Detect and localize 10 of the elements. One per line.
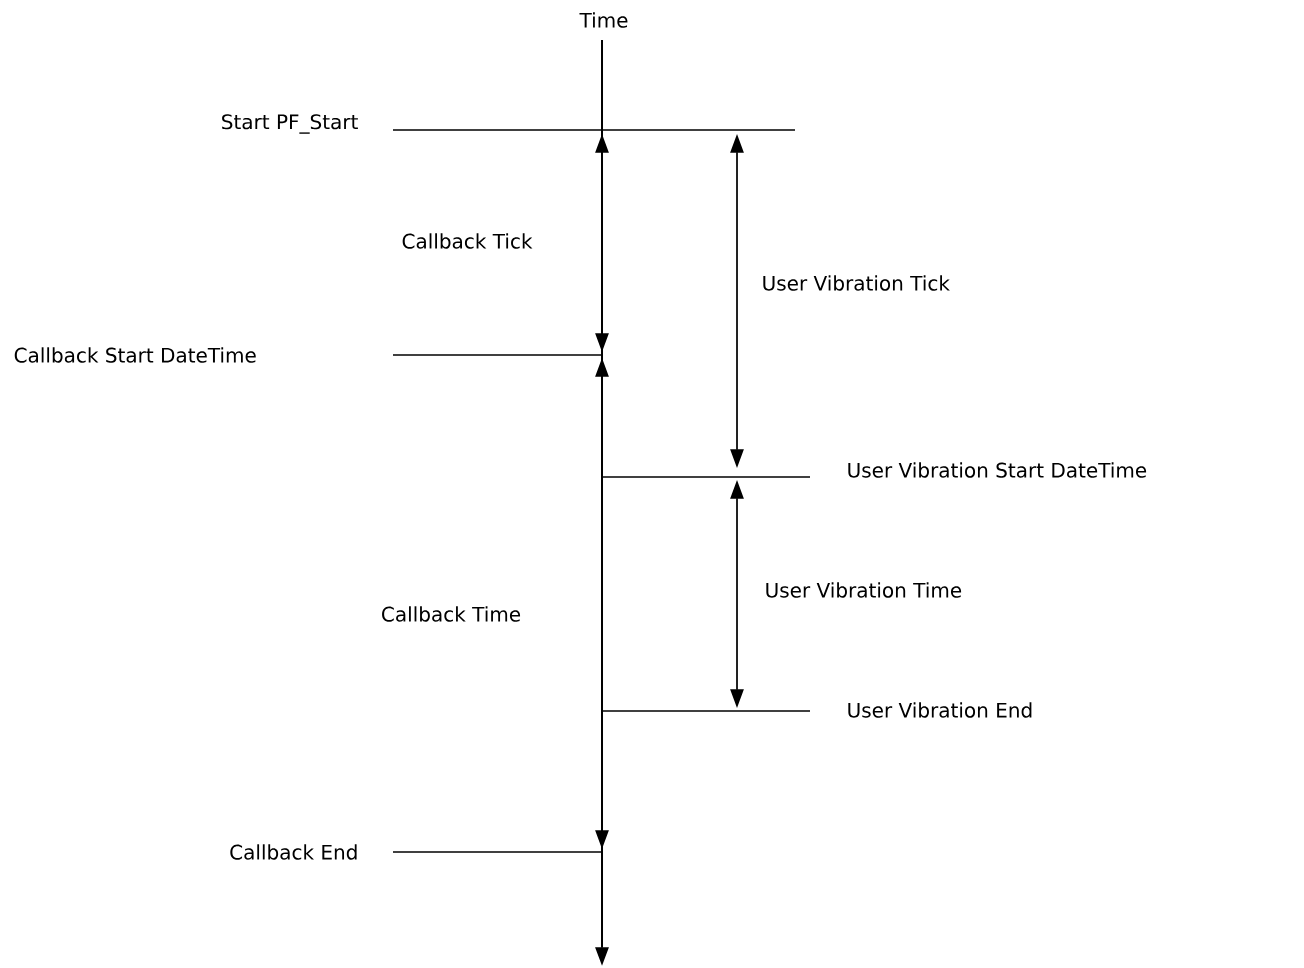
axis-label: Time [579, 12, 628, 28]
event-label: Callback End [230, 844, 357, 860]
dimension-label: Callback Time [382, 606, 521, 622]
event-label: User Vibration Start DateTime [848, 462, 1147, 478]
dimension-label: User Vibration Time [766, 582, 962, 598]
event-label: User Vibration End [848, 702, 1032, 718]
dimension-label: Callback Tick [402, 233, 533, 249]
dimension-label: User Vibration Tick [763, 275, 950, 291]
event-label: Start PF_Start [222, 114, 358, 134]
event-label: Callback Start DateTime [14, 347, 256, 363]
